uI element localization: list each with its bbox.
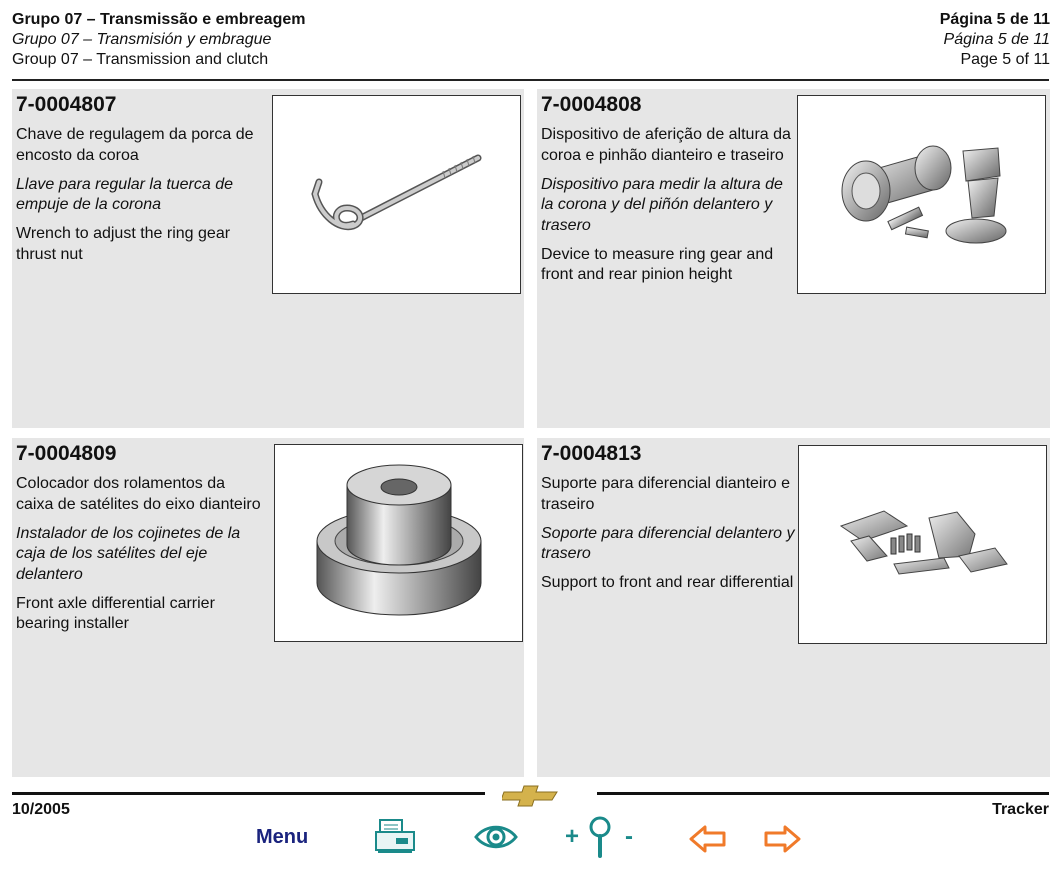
description-es: Dispositivo para medir la altura de la c… <box>541 175 783 234</box>
description-en: Device to measure ring gear and front an… <box>541 245 774 284</box>
header-right: Página 5 de 11 Página 5 de 11 Page 5 of … <box>940 10 1050 70</box>
arrow-right-icon[interactable] <box>763 824 801 854</box>
menu-link[interactable]: Menu <box>256 826 309 848</box>
footer-rule-right <box>597 792 1049 795</box>
tool-image-differential-support <box>798 445 1047 644</box>
tool-description: Suporte para diferencial dianteiro e tra… <box>541 474 799 602</box>
tool-description: Chave de regulagem da porca de encosto d… <box>16 125 266 274</box>
zoom-minus[interactable]: - <box>625 823 633 850</box>
eye-icon[interactable] <box>474 822 518 852</box>
description-pt: Chave de regulagem da porca de encosto d… <box>16 126 254 164</box>
tool-description: Dispositivo de aferição de altura da cor… <box>541 125 797 294</box>
arrow-left-icon[interactable] <box>689 824 727 854</box>
tool-code: 7-0004809 <box>16 442 117 465</box>
footer-rule-left <box>12 792 485 795</box>
description-en: Front axle differential carrier bearing … <box>16 594 215 633</box>
description-pt: Suporte para diferencial dianteiro e tra… <box>541 475 791 513</box>
tool-card: 7-0004809 Colocador dos rolamentos da ca… <box>12 438 524 777</box>
footer-date: 10/2005 <box>12 801 70 818</box>
print-icon[interactable] <box>374 818 416 856</box>
tool-code: 7-0004813 <box>541 442 642 465</box>
footer-model: Tracker <box>992 801 1049 818</box>
tool-card: 7-0004813 Suporte para diferencial diant… <box>537 438 1050 777</box>
page-number-en: Page 5 of 11 <box>960 51 1050 68</box>
description-es: Soporte para diferencial delantero y tra… <box>541 524 795 563</box>
magnifier-icon[interactable] <box>587 816 615 860</box>
description-en: Support to front and rear differential <box>541 574 794 591</box>
zoom-plus[interactable]: + <box>565 823 580 850</box>
title-es: Grupo 07 – Transmisión y embrague <box>12 31 272 48</box>
tool-image-bearing-installer <box>274 444 523 642</box>
tool-code: 7-0004807 <box>16 93 117 116</box>
description-pt: Dispositivo de aferição de altura da cor… <box>541 126 791 164</box>
tool-image-hook-wrench <box>272 95 521 294</box>
description-es: Instalador de los cojinetes de la caja d… <box>16 524 241 583</box>
tool-card: 7-0004808 Dispositivo de aferição de alt… <box>537 89 1050 428</box>
description-en: Wrench to adjust the ring gear thrust nu… <box>16 225 231 263</box>
chevrolet-bowtie-logo <box>500 784 559 808</box>
tool-card: 7-0004807 Chave de regulagem da porca de… <box>12 89 524 428</box>
title-pt: Grupo 07 – Transmissão e embreagem <box>12 11 306 28</box>
description-pt: Colocador dos rolamentos da caixa de sat… <box>16 475 261 513</box>
page-number-es: Página 5 de 11 <box>943 31 1050 48</box>
header-left: Grupo 07 – Transmissão e embreagem Grupo… <box>12 10 305 70</box>
tool-image-height-gauge <box>797 95 1046 294</box>
title-en: Group 07 – Transmission and clutch <box>12 51 269 68</box>
header-rule <box>12 79 1049 81</box>
description-es: Llave para regular la tuerca de empuje d… <box>16 175 234 214</box>
tool-description: Colocador dos rolamentos da caixa de sat… <box>16 474 266 643</box>
page-number-pt: Página 5 de 11 <box>939 11 1050 28</box>
tool-code: 7-0004808 <box>541 93 642 116</box>
